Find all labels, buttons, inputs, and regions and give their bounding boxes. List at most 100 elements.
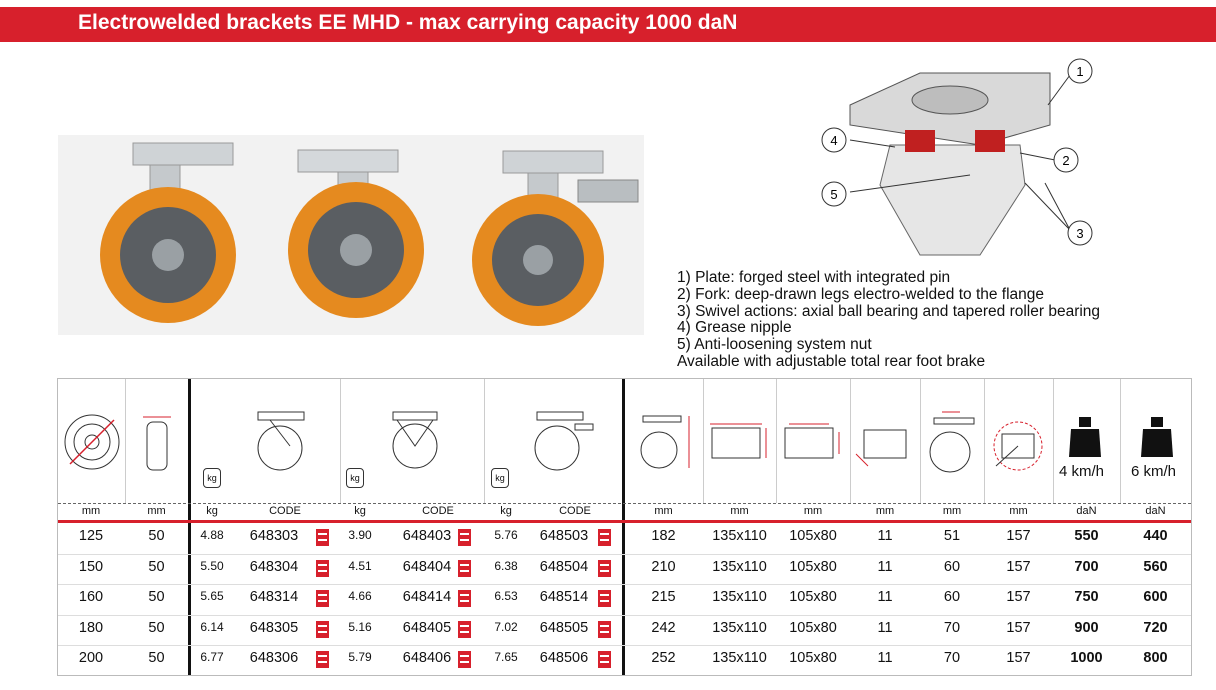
table-cell: 5.65 bbox=[200, 589, 224, 603]
code-badge-icon bbox=[598, 590, 611, 607]
weight-icon: kg bbox=[491, 468, 509, 488]
title-bar: Electrowelded brackets EE MHD - max carr… bbox=[0, 7, 1216, 42]
table-divider bbox=[188, 379, 191, 675]
table-cell: 700 bbox=[1074, 558, 1099, 575]
code-badge-icon bbox=[598, 620, 611, 638]
table-cell: 600 bbox=[1143, 589, 1168, 605]
note-plate: 1) Plate: forged steel with integrated p… bbox=[677, 269, 951, 286]
table-cell: 157 bbox=[1006, 619, 1031, 636]
header-divider bbox=[58, 520, 1191, 523]
table-cell: 5.76 bbox=[494, 528, 518, 542]
code-badge-icon bbox=[316, 620, 329, 638]
table-cell: 800 bbox=[1143, 650, 1168, 666]
code-badge-icon bbox=[458, 559, 471, 577]
unit-label: mm bbox=[875, 505, 895, 517]
table-cell: 11 bbox=[877, 558, 893, 575]
unit-label: CODE bbox=[422, 505, 454, 517]
note-grease: 4) Grease nipple bbox=[677, 319, 792, 337]
weight-icon: kg bbox=[203, 468, 221, 488]
table-cell: 105x80 bbox=[789, 528, 837, 544]
table-cell: 215 bbox=[651, 589, 676, 605]
table-cell: 750 bbox=[1074, 589, 1099, 605]
table-cell: 900 bbox=[1074, 619, 1099, 636]
unit-label: mm bbox=[654, 505, 673, 517]
brake-caster-icon bbox=[534, 411, 594, 471]
callout-4: 4 bbox=[821, 127, 847, 153]
code-badge-icon bbox=[316, 529, 329, 546]
swivel-caster-photo bbox=[100, 142, 236, 323]
caster-cutaway-diagram: 1 2 3 4 5 bbox=[821, 58, 1093, 256]
wheel-width-icon bbox=[143, 416, 171, 471]
note-swivel: 3) Swivel actions: axial ball bearing an… bbox=[677, 302, 1101, 320]
table-cell: 648406 bbox=[402, 650, 452, 666]
table-cell: 50 bbox=[148, 558, 165, 575]
table-cell: 157 bbox=[1006, 528, 1031, 544]
code-badge-icon bbox=[598, 529, 611, 546]
callout-2: 2 bbox=[1053, 147, 1079, 173]
table-cell: 4.88 bbox=[200, 528, 224, 542]
table-cell: 200 bbox=[78, 650, 104, 666]
table-cell: 242 bbox=[651, 619, 676, 636]
table-cell: 5.79 bbox=[348, 650, 372, 664]
table-cell: 648505 bbox=[539, 619, 589, 636]
table-cell: 70 bbox=[943, 650, 961, 666]
caster-photos bbox=[58, 135, 644, 335]
table-cell: 648405 bbox=[402, 619, 452, 636]
code-badge-icon bbox=[458, 529, 471, 546]
svg-text:3: 3 bbox=[1076, 226, 1083, 241]
table-cell: 182 bbox=[651, 528, 676, 544]
table-cell: 157 bbox=[1006, 558, 1031, 575]
table-cell: 648305 bbox=[249, 619, 299, 636]
table-cell: 150 bbox=[78, 558, 104, 575]
table-cell: 7.02 bbox=[494, 619, 518, 634]
table-cell: 50 bbox=[148, 619, 165, 636]
hole-spacing-icon bbox=[784, 423, 840, 459]
table-cell: 440 bbox=[1143, 528, 1168, 544]
callout-3: 3 bbox=[1067, 220, 1093, 246]
table-cell: 7.65 bbox=[494, 650, 518, 664]
table-cell: 11 bbox=[877, 589, 893, 605]
code-badge-icon bbox=[598, 651, 611, 668]
offset-icon bbox=[929, 411, 975, 473]
svg-text:1: 1 bbox=[1076, 64, 1083, 79]
svg-text:5: 5 bbox=[830, 187, 837, 202]
table-cell: 6.38 bbox=[494, 558, 518, 573]
bolt-hole-icon bbox=[855, 429, 907, 467]
code-badge-icon bbox=[458, 620, 471, 638]
row-divider bbox=[58, 614, 1191, 616]
swivel-caster-icon bbox=[257, 411, 305, 471]
callout-5: 5 bbox=[821, 181, 847, 207]
table-cell: 648414 bbox=[402, 589, 452, 605]
callout-1: 1 bbox=[1067, 58, 1093, 84]
table-cell: 11 bbox=[877, 619, 893, 636]
table-cell: 105x80 bbox=[789, 589, 837, 605]
table-cell: 135x110 bbox=[712, 650, 767, 666]
table-cell: 4.66 bbox=[348, 589, 372, 603]
swivel-brake-caster-photo bbox=[472, 150, 639, 326]
unit-label: mm bbox=[803, 505, 823, 517]
page-title: Electrowelded brackets EE MHD - max carr… bbox=[78, 11, 738, 34]
fixed-caster-photo bbox=[288, 149, 424, 318]
table-cell: 252 bbox=[651, 650, 676, 666]
unit-label: CODE bbox=[269, 505, 301, 517]
fixed-caster-icon bbox=[392, 411, 438, 469]
code-badge-icon bbox=[316, 559, 329, 577]
table-cell: 51 bbox=[943, 528, 961, 544]
code-badge-icon bbox=[458, 590, 471, 607]
unit-label: CODE bbox=[559, 505, 591, 517]
weight-icon: kg bbox=[346, 468, 364, 488]
table-cell: 105x80 bbox=[789, 619, 837, 636]
row-divider bbox=[58, 645, 1191, 646]
table-cell: 135x110 bbox=[712, 558, 767, 575]
table-cell: 4.51 bbox=[348, 558, 372, 573]
table-cell: 105x80 bbox=[789, 558, 837, 575]
overall-height-icon bbox=[640, 415, 690, 469]
table-cell: 210 bbox=[651, 558, 676, 575]
speed-label-4: 4 km/h bbox=[1059, 463, 1105, 480]
table-cell: 648403 bbox=[402, 528, 452, 544]
unit-label: kg bbox=[500, 505, 512, 517]
table-cell: 560 bbox=[1143, 558, 1168, 575]
swivel-radius-icon bbox=[993, 421, 1043, 471]
table-cell: 180 bbox=[78, 619, 104, 636]
row-divider bbox=[58, 553, 1191, 555]
